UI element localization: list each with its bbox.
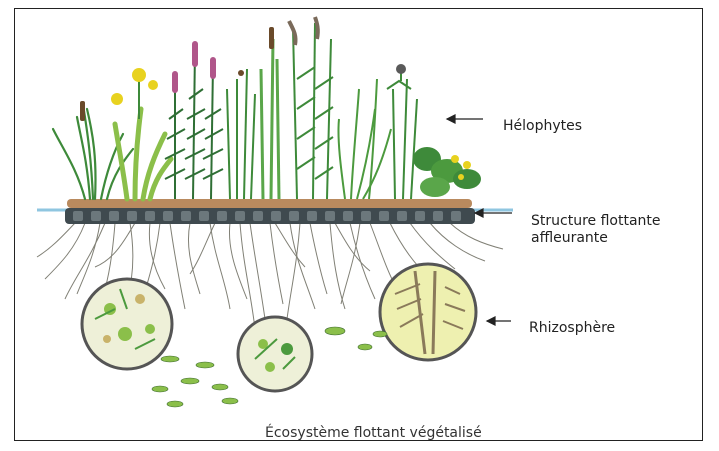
floating-structure xyxy=(65,208,475,224)
microorganisms-circle-2 xyxy=(238,317,312,391)
cattail-head-1 xyxy=(80,101,85,121)
left-arrow-icon xyxy=(487,317,511,325)
loosestrife-spike-3 xyxy=(210,57,216,79)
figure-frame: Hélophytes Structure flottante affleuran… xyxy=(14,8,703,441)
figure-caption: Écosystème flottant végétalisé xyxy=(265,425,482,442)
left-arrow-icon xyxy=(447,115,483,123)
loosestrife-spike-2 xyxy=(192,41,198,67)
plant-grass-clump xyxy=(338,79,391,199)
plant-reed-tall xyxy=(261,39,279,199)
rhizosphere-circle xyxy=(380,264,476,360)
label-helophytes: Hélophytes xyxy=(503,118,582,135)
label-rhizosphere: Rhizosphère xyxy=(529,320,615,337)
label-structure-line1: Structure flottante xyxy=(531,213,661,230)
plant-marsh-marigold xyxy=(413,147,481,197)
cattail-head-2 xyxy=(269,27,274,49)
plant-rush xyxy=(227,69,255,199)
iris-flower-1 xyxy=(132,68,146,82)
plant-iris xyxy=(115,109,171,199)
label-structure-line2: affleurante xyxy=(531,230,608,247)
umbel-head xyxy=(396,64,406,74)
plant-phragmites xyxy=(293,23,333,199)
iris-flower-2 xyxy=(111,93,123,105)
plant-umbel xyxy=(387,71,417,199)
rush-head xyxy=(238,70,244,76)
iris-flower-3 xyxy=(148,80,158,90)
microorganisms-circle-1 xyxy=(82,279,172,369)
loosestrife-spike-1 xyxy=(172,71,178,93)
